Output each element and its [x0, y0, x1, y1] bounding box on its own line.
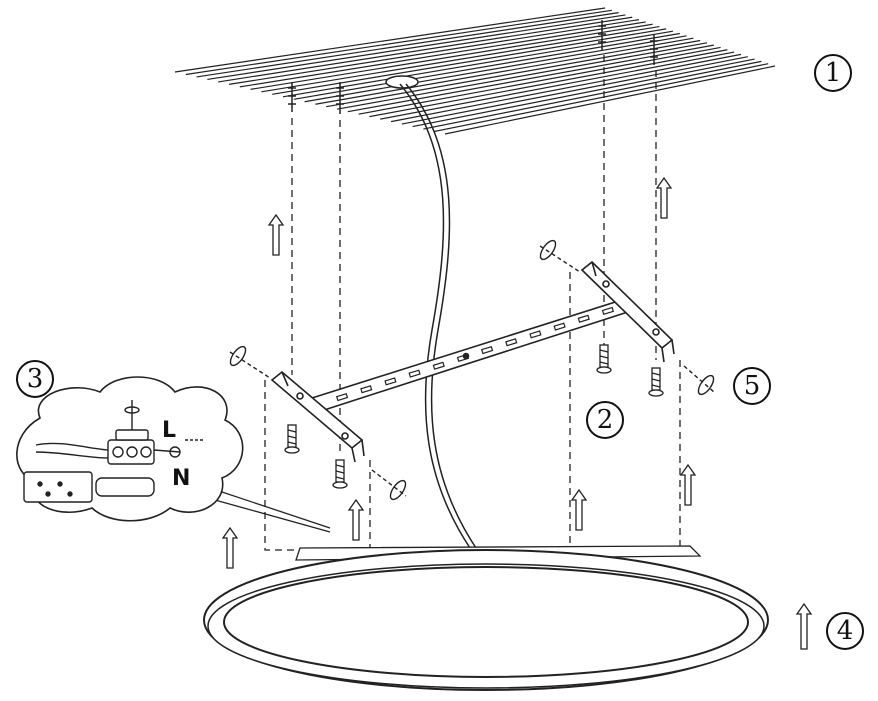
ceiling-hatch-line — [185, 9, 612, 76]
step-2-marker: 2 — [586, 401, 624, 439]
ceiling-hatch-line — [304, 35, 687, 103]
anchor-right-1 — [598, 20, 606, 50]
up-arrow — [655, 176, 673, 219]
ceiling-hatch-line — [444, 65, 776, 135]
ceiling-hatch-line — [347, 44, 714, 113]
screwdriver-mark-3 — [371, 469, 407, 501]
ceiling-hatch-line — [228, 19, 640, 85]
ceiling-hatch-line — [174, 7, 606, 73]
step-1-marker: 1 — [814, 54, 852, 92]
ceiling-hatch-line — [207, 14, 626, 81]
screws — [284, 344, 664, 489]
up-arrow — [267, 213, 285, 256]
bracket-slot — [601, 306, 615, 316]
ceiling-hatch-line — [434, 63, 769, 133]
ceiling-wire-hole — [385, 75, 419, 89]
anchor-right-2 — [650, 35, 658, 65]
screw-left-1 — [284, 424, 300, 454]
ceiling-hatch-line — [369, 49, 728, 118]
bracket-slot — [553, 322, 566, 331]
ceiling — [174, 7, 776, 135]
screwdriver-marks — [229, 239, 715, 501]
ceiling-hatch-line — [390, 53, 742, 123]
anchor-left-1 — [288, 82, 296, 112]
ceiling-hatch-line — [272, 28, 667, 95]
ceiling-hatch-line — [336, 42, 708, 110]
ceiling-hatch-line — [412, 58, 755, 128]
bracket-slot — [529, 330, 542, 339]
ceiling-hatch-line — [326, 39, 701, 108]
ceiling-hatch-line — [218, 16, 633, 83]
mounting-bracket — [270, 260, 675, 463]
screw-left-2 — [332, 459, 348, 489]
up-arrow — [679, 463, 697, 506]
step-4-marker: 4 — [826, 612, 864, 650]
screw-right-1 — [596, 344, 612, 374]
screwdriver-mark-4 — [683, 365, 715, 396]
ring-light — [203, 545, 769, 691]
bracket-rail — [310, 297, 636, 413]
bracket-foot-right — [580, 260, 675, 363]
bracket-slots — [335, 306, 615, 402]
bracket-slot — [432, 361, 445, 370]
up-arrows — [221, 176, 813, 650]
bracket-slot — [577, 314, 590, 323]
step-5-marker: 5 — [733, 367, 771, 405]
power-cable — [399, 83, 477, 549]
step-3-marker: 3 — [16, 360, 54, 398]
terminal-block — [107, 400, 155, 465]
ceiling-hatch-line — [380, 51, 735, 120]
ceiling-hatch-line — [250, 23, 653, 90]
screwdriver-mark-2 — [539, 239, 581, 273]
ceiling-hatch-line — [401, 56, 748, 125]
ceiling-hatch — [174, 7, 776, 135]
screwdriver-mark-1 — [229, 345, 271, 379]
bracket-slot — [384, 377, 397, 386]
driver-box — [23, 471, 155, 503]
wires — [35, 439, 205, 459]
ceiling-anchors — [288, 20, 658, 114]
ceiling-hatch-line — [282, 30, 674, 98]
ceiling-hatch-line — [423, 60, 762, 130]
ceiling-hatch-line — [196, 12, 619, 78]
wiring-detail — [16, 376, 331, 533]
ceiling-hatch-line — [239, 21, 646, 88]
up-arrow — [570, 488, 588, 531]
bracket-foot-left — [270, 370, 365, 463]
ceiling-hatch-line — [315, 37, 694, 105]
bracket-slot — [335, 392, 349, 402]
ceiling-hatch-line — [261, 25, 660, 93]
anchor-left-2 — [336, 82, 344, 114]
ring-inner — [223, 566, 749, 678]
ceiling-hatch-line — [293, 32, 680, 100]
bracket-slot — [360, 385, 373, 394]
bracket-slot — [408, 369, 421, 378]
up-arrow — [347, 498, 365, 541]
bracket-slot — [505, 338, 518, 347]
up-arrow — [221, 526, 239, 569]
callout-leader — [209, 487, 331, 529]
live-wire-label: L — [162, 418, 177, 443]
screw-right-2 — [648, 367, 664, 397]
neutral-wire-label: N — [172, 466, 191, 491]
bracket-slot — [480, 345, 494, 355]
up-arrow — [795, 602, 813, 650]
